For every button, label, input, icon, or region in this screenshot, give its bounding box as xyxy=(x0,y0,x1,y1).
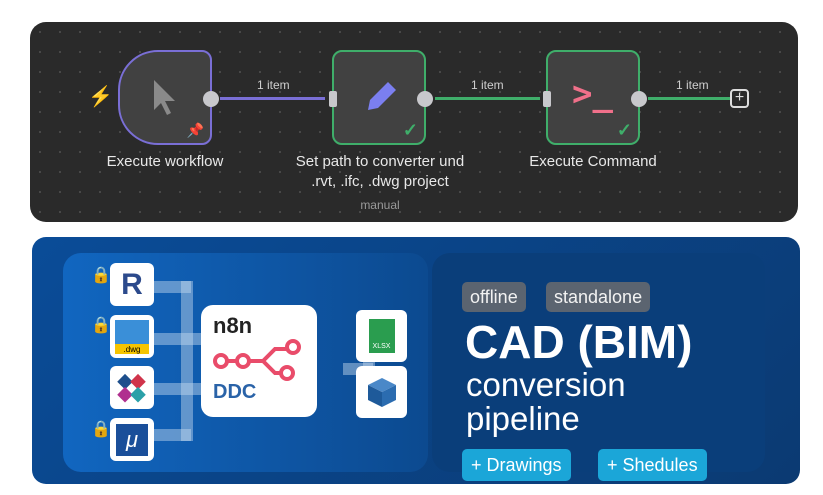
node-label-line1: Set path to converter und xyxy=(295,153,465,170)
pin-icon: 📌 xyxy=(186,122,204,138)
banner-subtitle-2: pipeline xyxy=(466,400,580,437)
node-label-line2: .rvt, .ifc, .dwg project xyxy=(311,173,449,190)
n8n-logo-icon xyxy=(213,339,301,381)
output-handle[interactable] xyxy=(631,91,647,107)
schedules-button[interactable]: + Shedules xyxy=(598,449,707,481)
add-node-button[interactable]: + xyxy=(730,89,749,108)
microstation-icon: μ xyxy=(110,418,154,461)
input-handle[interactable] xyxy=(329,91,337,107)
lightning-icon: ⚡ xyxy=(88,86,113,108)
edge-3 xyxy=(648,97,730,100)
input-handle[interactable] xyxy=(543,91,551,107)
cursor-icon xyxy=(154,80,175,115)
success-check-icon: ✓ xyxy=(402,120,418,140)
lock-icon: 🔒 xyxy=(91,421,111,438)
ifc-icon xyxy=(110,366,154,409)
node-execute-command[interactable]: >_ ✓ xyxy=(543,50,647,145)
drawings-button[interactable]: + Drawings xyxy=(462,449,571,481)
edge-2 xyxy=(435,97,540,100)
node-label: Execute Command xyxy=(529,153,657,170)
revit-icon: R xyxy=(110,263,154,306)
title-panel: offline standalone CAD (BIM) conversion … xyxy=(432,253,765,481)
n8n-title: n8n xyxy=(213,313,253,338)
lock-icon: 🔒 xyxy=(91,317,111,334)
output-handle[interactable] xyxy=(417,91,433,107)
edge-1-count: 1 item xyxy=(257,78,290,92)
badge-standalone: standalone xyxy=(546,282,651,312)
workflow-canvas[interactable]: ⚡ 📌 1 item ✓ 1 item >_ ✓ 1 item + Execut… xyxy=(30,22,798,222)
node-set-path[interactable]: ✓ xyxy=(329,50,433,145)
banner-title: CAD (BIM) xyxy=(465,316,693,368)
terminal-icon: >_ xyxy=(572,74,613,114)
node-execute-workflow[interactable]: 📌 xyxy=(118,50,219,145)
dwg-icon: .dwg xyxy=(110,315,154,358)
node-label: Execute workflow xyxy=(106,153,224,170)
lock-icon: 🔒 xyxy=(91,267,111,284)
ddc-logo: DDC xyxy=(213,381,257,403)
badge-offline: offline xyxy=(462,282,526,312)
success-check-icon: ✓ xyxy=(616,120,632,140)
edge-1 xyxy=(220,97,325,100)
edge-3-count: 1 item xyxy=(676,78,709,92)
cube-icon xyxy=(356,366,407,418)
edge-2-count: 1 item xyxy=(471,78,504,92)
node-sublabel: manual xyxy=(360,198,400,212)
pencil-icon xyxy=(368,82,396,110)
n8n-hub: n8n DDC xyxy=(201,305,317,417)
diagram-panel: 🔒 🔒 🔒 R .dwg μ n8n DDC XLSX xyxy=(63,253,428,472)
xlsx-icon: XLSX xyxy=(356,310,407,362)
output-handle[interactable] xyxy=(203,91,219,107)
banner-subtitle-1: conversion xyxy=(466,366,626,403)
pipeline-banner: 🔒 🔒 🔒 R .dwg μ n8n DDC XLSX offline stan… xyxy=(32,237,800,484)
